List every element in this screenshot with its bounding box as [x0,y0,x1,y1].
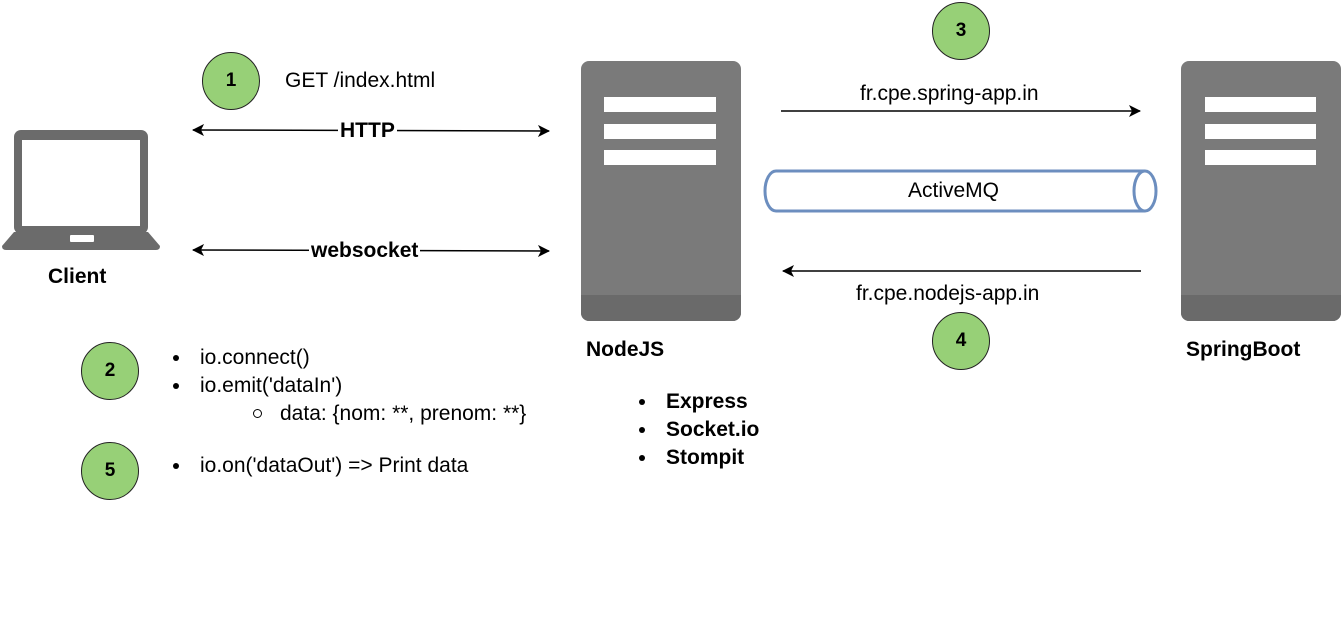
step5-list: io.on('dataOut') => Print data [172,452,468,480]
nodejs-label: NodeJS [586,338,665,361]
step-badge-3: 3 [932,2,990,60]
client-label: Client [48,265,107,288]
http-request-label: GET /index.html [285,69,436,92]
step2-subitem-data: data: {nom: **, prenom: **} [172,400,526,428]
step-badge-4: 4 [932,312,990,370]
step5-item-on: io.on('dataOut') => Print data [172,452,468,480]
step-badge-2: 2 [81,342,139,400]
step-badge-5: 5 [81,442,139,500]
lib-item-express: Express [638,388,759,416]
nodejs-libs-list: Express Socket.io Stompit [638,388,759,472]
step2-item-connect: io.connect() [172,344,526,372]
broker-label: ActiveMQ [908,179,1000,202]
step2-list: io.connect() io.emit('dataIn') data: {no… [172,344,526,428]
http-label: HTTP [338,119,397,143]
websocket-label: websocket [309,239,421,263]
springboot-label: SpringBoot [1186,338,1301,361]
lib-item-stompit: Stompit [638,444,759,472]
laptop-icon [2,130,160,250]
queue-to-nodejs-label: fr.cpe.nodejs-app.in [856,282,1040,305]
lib-item-socketio: Socket.io [638,416,759,444]
activemq-pipe [763,169,1158,213]
nodejs-server-icon [581,61,741,321]
queue-to-spring-label: fr.cpe.spring-app.in [860,82,1039,105]
springboot-server-icon [1181,61,1341,321]
step-badge-1: 1 [202,52,260,110]
step2-item-emit: io.emit('dataIn') [172,372,526,400]
